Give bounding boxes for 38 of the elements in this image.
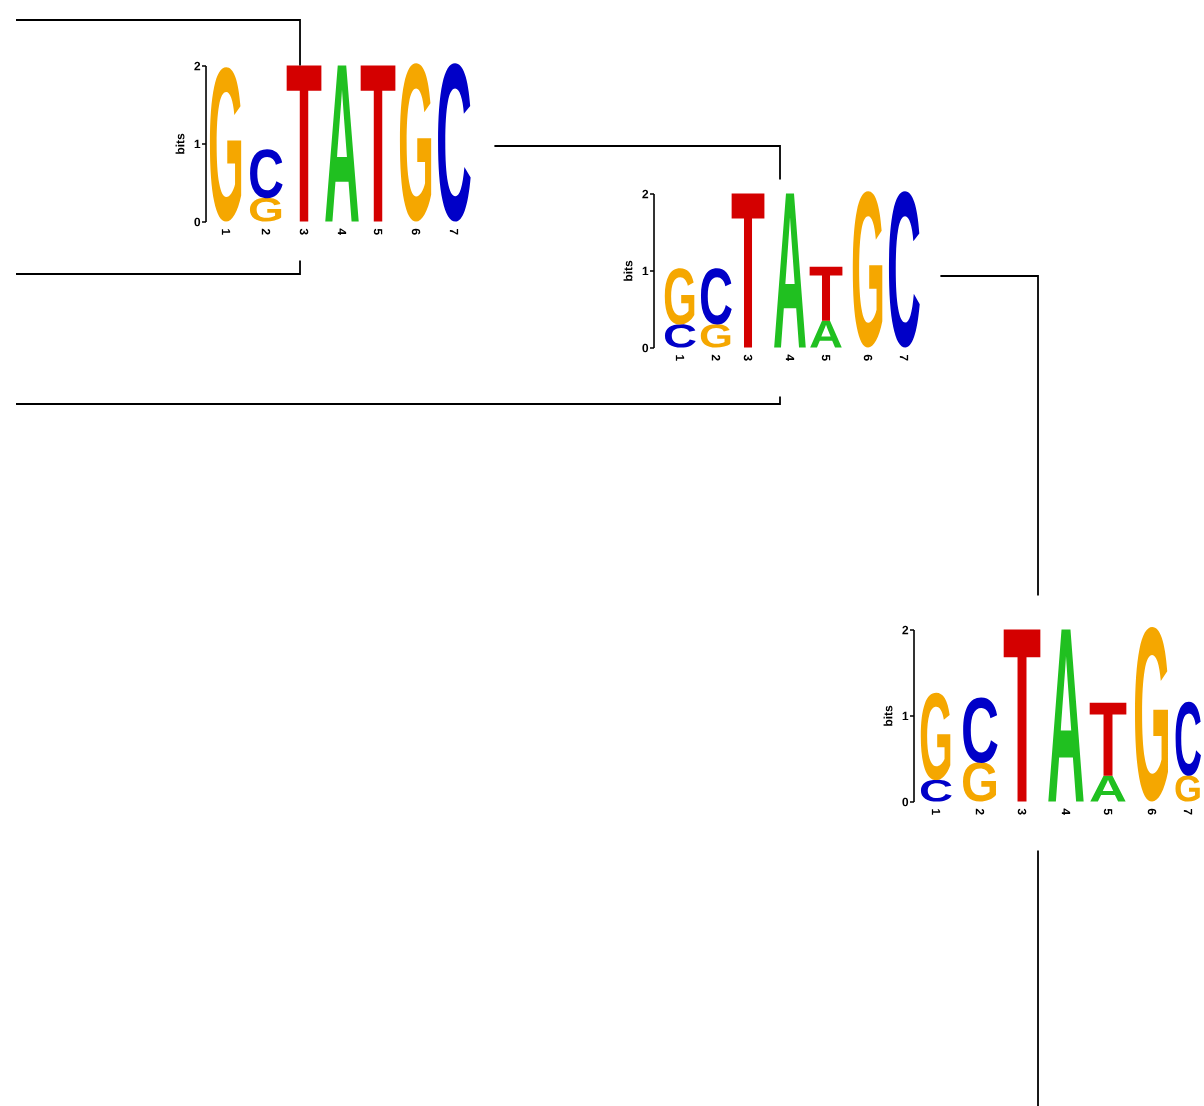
- nucleotide-letter: C: [250, 149, 283, 199]
- tree-branch: [15, 395, 781, 405]
- nucleotide-letter: G: [209, 67, 242, 222]
- motif-chart: [883, 625, 1201, 815]
- nucleotide-letter: G: [249, 197, 282, 222]
- nucleotide-letter: A: [774, 193, 806, 348]
- nucleotide-letter: T: [1003, 629, 1041, 802]
- tree-branch: [493, 145, 781, 181]
- tree-branch: [15, 19, 301, 67]
- nucleotide-letter: C: [700, 268, 732, 325]
- nucleotide-letter: G: [664, 268, 695, 325]
- nucleotide-letter: T: [286, 65, 322, 222]
- nucleotide-letter: A: [1048, 629, 1084, 802]
- nucleotide-letter: C: [920, 779, 952, 802]
- nucleotide-letter: G: [1135, 627, 1168, 802]
- nucleotide-letter: A: [810, 320, 842, 348]
- tree-branch: [1037, 849, 1039, 1106]
- nucleotide-letter: G: [963, 762, 996, 802]
- tree-branch: [939, 275, 1039, 597]
- nucleotide-letter: G: [920, 692, 951, 781]
- nucleotide-letter: T: [1089, 702, 1127, 776]
- nucleotide-letter: G: [399, 63, 432, 222]
- nucleotide-letter: G: [852, 191, 883, 348]
- nucleotide-letter: G: [700, 324, 731, 348]
- motif-chart: [175, 61, 471, 235]
- nucleotide-letter: A: [325, 65, 359, 222]
- nucleotide-letter: C: [963, 697, 998, 763]
- motif-chart: [623, 189, 920, 361]
- nucleotide-letter: C: [664, 324, 696, 348]
- nucleotide-letter: T: [809, 266, 843, 321]
- nucleotide-letter: C: [1175, 701, 1201, 776]
- nucleotide-letter: T: [360, 65, 396, 222]
- nucleotide-letter: A: [1090, 775, 1126, 802]
- nucleotide-letter: C: [888, 191, 920, 348]
- tree-branch: [15, 259, 301, 275]
- nucleotide-letter: T: [731, 193, 765, 348]
- nucleotide-letter: C: [438, 63, 471, 222]
- nucleotide-letter: G: [1175, 775, 1200, 802]
